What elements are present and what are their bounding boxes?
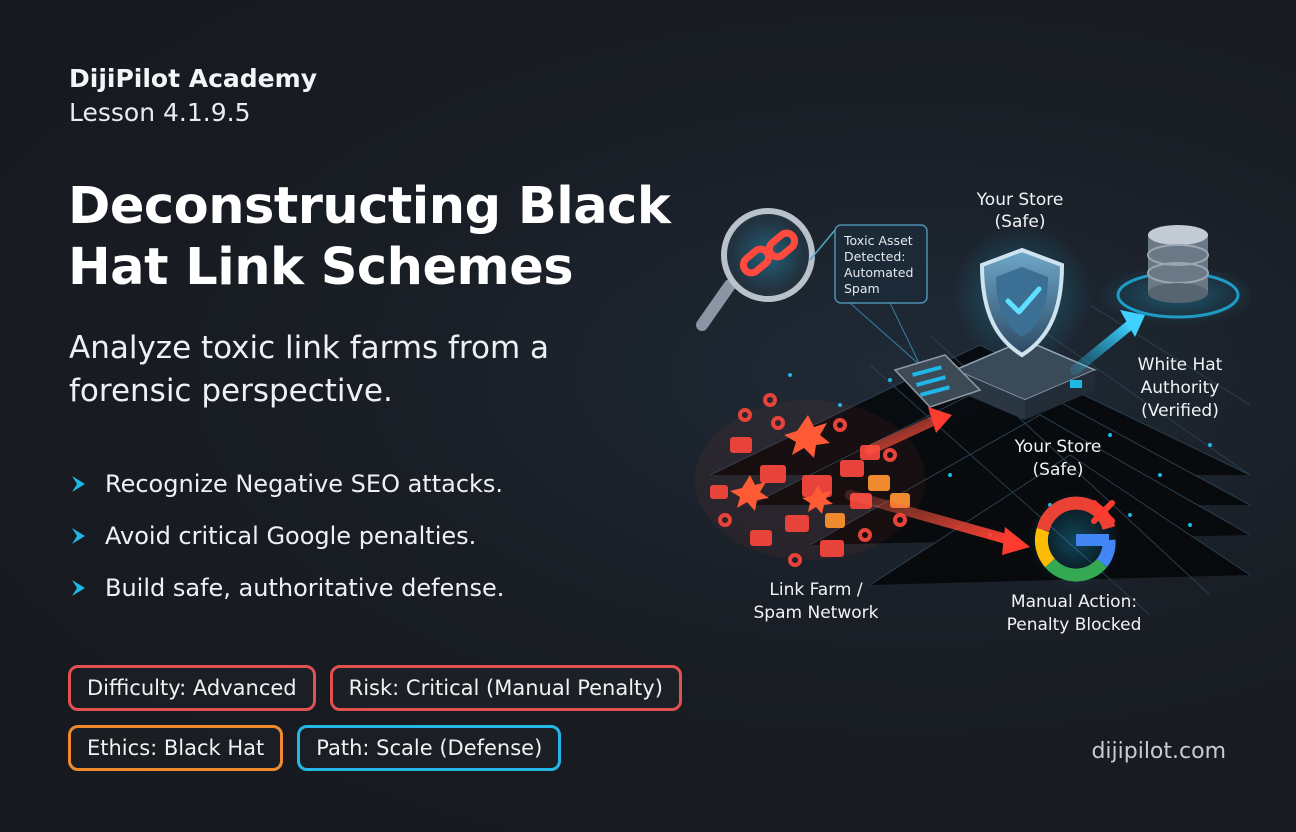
ethics-badge: Ethics: Black Hat <box>68 725 284 771</box>
callout-line: Toxic Asset <box>843 233 913 248</box>
academy-name: DijiPilot Academy <box>69 64 317 93</box>
page-title: Deconstructing Black Hat Link Schemes <box>68 177 671 297</box>
penalty-arrow <box>845 490 1015 545</box>
page-subtitle: Analyze toxic link farms from a forensic… <box>69 330 550 409</box>
white-hat-label: White Hat <box>1138 355 1223 375</box>
white-hat-label: Authority <box>1141 378 1220 398</box>
illustration: Toxic Asset Detected: Automated Spam You… <box>695 190 1250 635</box>
database-icon <box>1098 225 1250 325</box>
bullet-text: Avoid critical Google penalties. <box>105 522 477 550</box>
spam-cluster <box>695 393 925 567</box>
attack-arrow <box>865 415 940 455</box>
manual-action-label: Manual Action: <box>1011 592 1137 612</box>
white-hat-label: (Verified) <box>1141 401 1219 421</box>
lesson-number: Lesson 4.1.9.5 <box>69 98 251 127</box>
risk-badge: Risk: Critical (Manual Penalty) <box>329 665 682 711</box>
toxic-callout: Toxic Asset Detected: Automated Spam <box>809 224 928 366</box>
broken-link-icon <box>739 229 799 277</box>
magnifier-icon <box>696 208 815 331</box>
bullet-list: Recognize Negative SEO attacks. Avoid cr… <box>69 458 504 614</box>
bullet-item: Avoid critical Google penalties. <box>69 510 504 562</box>
bullet-item: Recognize Negative SEO attacks. <box>69 458 504 510</box>
difficulty-badge: Difficulty: Advanced <box>68 665 316 711</box>
callout-line: Detected: <box>844 249 906 264</box>
bullet-text: Recognize Negative SEO attacks. <box>105 470 504 498</box>
authority-arrow <box>1070 320 1135 375</box>
chevron-right-icon <box>72 476 85 492</box>
store-platform <box>952 225 1097 420</box>
callout-line: Spam <box>844 281 880 296</box>
chevron-right-icon <box>72 580 85 596</box>
store-label-top: Your Store <box>976 190 1064 210</box>
link-farm-label: Spam Network <box>754 603 879 623</box>
store-label-mid: Your Store <box>1014 437 1102 457</box>
x-mark-icon <box>1091 500 1115 524</box>
store-label-mid: (Safe) <box>1033 460 1084 480</box>
site-url: dijipilot.com <box>1091 739 1226 764</box>
chevron-right-icon <box>72 528 85 544</box>
server-panel <box>893 354 982 408</box>
link-farm-label: Link Farm / <box>769 580 863 600</box>
badge-group: Difficulty: Advanced Risk: Critical (Man… <box>68 665 682 785</box>
path-badge: Path: Scale (Defense) <box>297 725 562 771</box>
bullet-text: Build safe, authoritative defense. <box>105 574 505 602</box>
bullet-item: Build safe, authoritative defense. <box>69 562 504 614</box>
callout-line: Automated <box>844 265 913 280</box>
manual-action-label: Penalty Blocked <box>1007 615 1142 635</box>
shield-check-icon <box>979 247 1065 358</box>
